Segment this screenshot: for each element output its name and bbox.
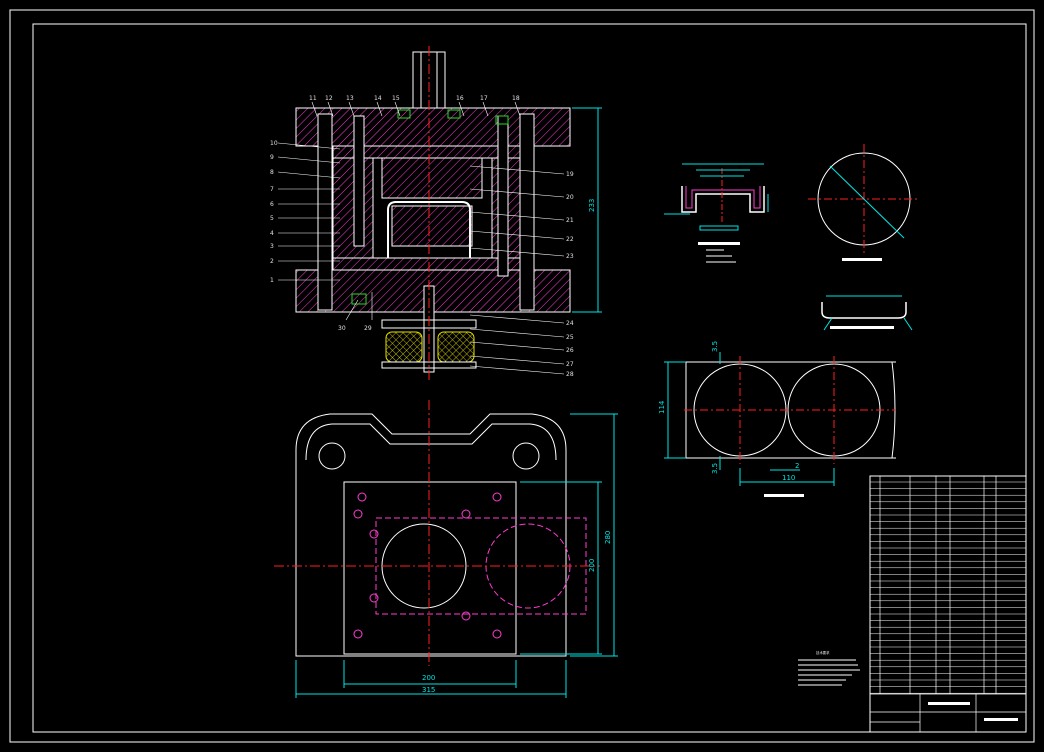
part-number-label: 18: [512, 95, 520, 102]
outer-border: [9, 9, 1035, 743]
leader-line: [327, 101, 334, 117]
dim-strip-width: 114: [658, 400, 666, 414]
finished-part: [821, 295, 913, 331]
drawn-cup: [387, 201, 471, 258]
part-number-label: 7: [270, 186, 274, 193]
part-number-label: 14: [374, 95, 382, 102]
dim-overall-height: 233: [588, 199, 596, 212]
inner-punch: [391, 205, 473, 247]
part-number-label: 27: [566, 361, 574, 368]
guide-pillar-left: [317, 113, 333, 311]
part-number-label: 1: [270, 277, 274, 284]
leader-line: [277, 156, 341, 164]
leader-line: [469, 341, 565, 351]
part-number-label: 20: [566, 194, 574, 201]
left-column: [332, 157, 374, 259]
leader-line: [345, 299, 359, 321]
leader-line: [482, 101, 489, 117]
part-number-label: 29: [364, 325, 372, 332]
leader-line: [277, 171, 341, 179]
part-number-label: 13: [346, 95, 354, 102]
guide-pillar-right: [519, 113, 535, 311]
part-number-label: 6: [270, 201, 274, 208]
part-number-label: 25: [566, 334, 574, 341]
leader-line: [469, 230, 565, 240]
part-number-label: 24: [566, 320, 574, 327]
leader-line: [469, 188, 565, 198]
inner-border: [32, 23, 1027, 733]
leader-line: [469, 355, 565, 365]
guide-hole-left: [318, 442, 346, 470]
part-number-label: 26: [566, 347, 574, 354]
part-number-label: 3: [270, 243, 274, 250]
dim-gap: 2: [795, 462, 799, 470]
tech-notes: 技术要求: [798, 650, 860, 686]
part-number-label: 8: [270, 169, 274, 176]
dim-outer-height: 280: [604, 531, 612, 544]
part-number-label: 10: [270, 140, 278, 147]
leader-line: [469, 314, 565, 324]
dim-pitch: 110: [782, 474, 795, 482]
cup-detail: [664, 163, 769, 263]
section-view: 233: [295, 46, 602, 380]
leader-line: [394, 101, 401, 117]
leader-line: [469, 247, 565, 257]
part-number-label: 30: [338, 325, 346, 332]
die-outline: [295, 413, 567, 657]
part-number-label: 19: [566, 171, 574, 178]
part-number-label: 28: [566, 371, 574, 378]
dim-inner-width: 200: [422, 674, 435, 682]
punch-block: [381, 157, 483, 199]
rubber-left: [385, 331, 423, 363]
leader-line: [514, 101, 521, 117]
part-number-label: 17: [480, 95, 488, 102]
part-number-label: 15: [392, 95, 400, 102]
dim-outer-width: 315: [422, 686, 435, 694]
plan-view: 200 315 200 280: [274, 400, 618, 698]
part-number-label: 2: [270, 258, 274, 265]
tech-req-title: 技术要求: [816, 650, 830, 655]
blank-detail: [808, 144, 920, 261]
part-number-label: 21: [566, 217, 574, 224]
rubber-right: [437, 331, 475, 363]
leader-line: [469, 328, 565, 338]
dim-inner-height: 200: [588, 559, 596, 572]
strip-layout: 114 3.5 3.5 110 2: [658, 341, 896, 497]
leader-line: [311, 101, 318, 117]
part-number-label: 22: [566, 236, 574, 243]
die-plate: [343, 481, 517, 655]
dim-edge-top: 3.5: [711, 341, 719, 352]
leader-line: [469, 165, 565, 175]
part-number-label: 11: [309, 95, 317, 102]
part-number-label: 12: [325, 95, 333, 102]
part-number-label: 16: [456, 95, 464, 102]
title-block: [869, 475, 1027, 733]
leader-line: [376, 101, 383, 117]
leader-line: [458, 101, 465, 117]
leader-line: [469, 365, 565, 375]
part-number-label: 9: [270, 154, 274, 161]
leader-line: [277, 142, 341, 150]
part-number-label: 5: [270, 215, 274, 222]
leader-line: [469, 211, 565, 221]
part-number-label: 4: [270, 230, 274, 237]
part-number-label: 23: [566, 253, 574, 260]
leader-line: [348, 101, 355, 117]
dim-edge-bottom: 3.5: [711, 463, 719, 474]
guide-hole-right: [512, 442, 540, 470]
